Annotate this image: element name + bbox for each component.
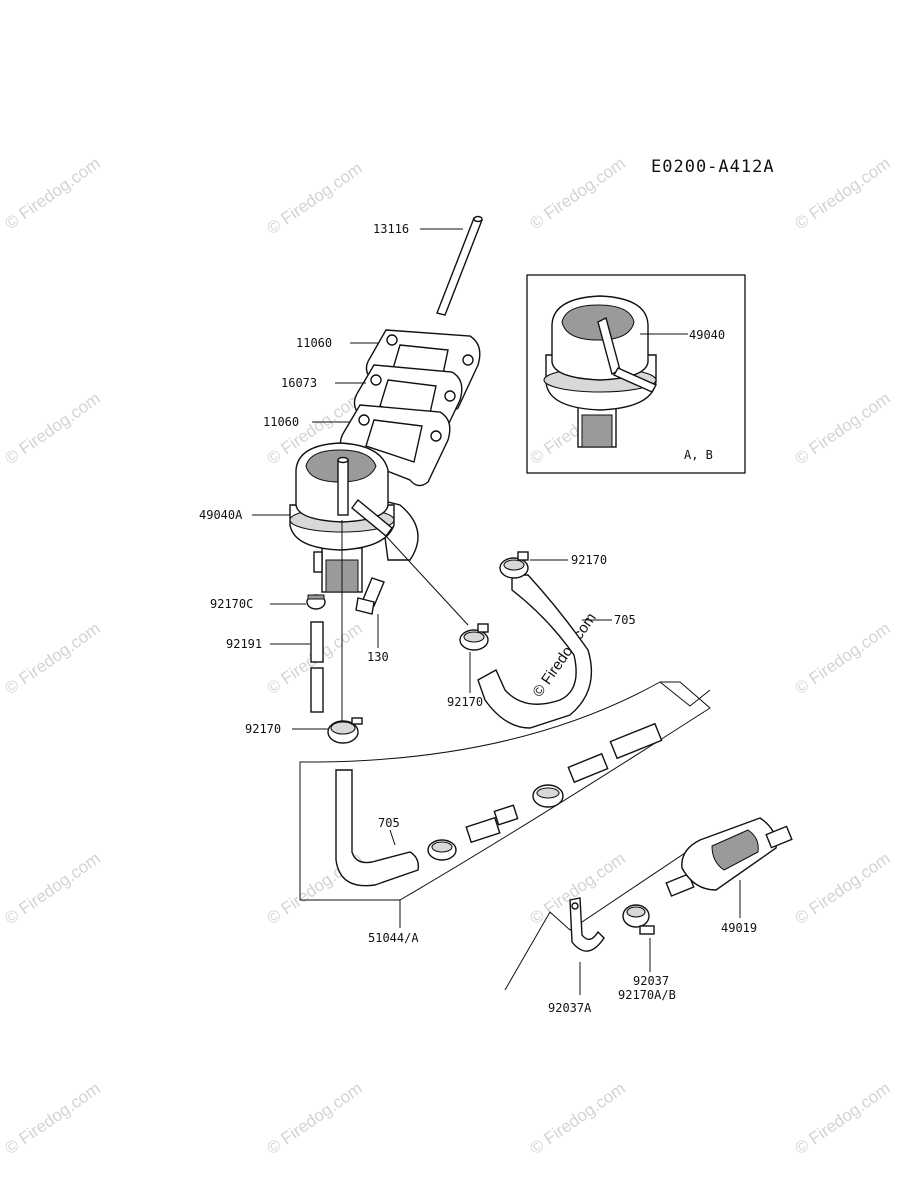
clamp-92170-mid: [459, 623, 489, 651]
bracket-92037A: [569, 897, 605, 952]
part-label-11060-top: 11060: [296, 336, 332, 350]
watermark: © Firedog.com: [791, 389, 893, 469]
pin-13116: [436, 215, 483, 316]
part-label-92170AB: 92170A/B: [618, 988, 676, 1002]
part-label-11060-bottom: 11060: [263, 415, 299, 429]
part-label-130: 130: [367, 650, 389, 664]
part-label-49040: 49040: [689, 328, 725, 342]
diagram-code: E0200-A412A: [651, 157, 775, 177]
watermark: © Firedog.com: [791, 154, 893, 234]
watermark: © Firedog.com: [791, 619, 893, 699]
watermark: © Firedog.com: [1, 154, 103, 234]
clamp-92170C: [306, 594, 326, 610]
part-label-92037A: 92037A: [548, 1001, 592, 1015]
watermark: © Firedog.com: [1, 849, 103, 929]
watermark: © Firedog.com: [1, 389, 103, 469]
part-label-92170-mid: 92170: [447, 695, 483, 709]
watermark: © Firedog.com: [263, 159, 365, 239]
watermark: © Firedog.com: [526, 154, 628, 234]
part-label-92170-left: 92170: [245, 722, 281, 736]
part-label-49040A: 49040A: [199, 508, 243, 522]
hose-705-right: [477, 574, 593, 729]
hose-705-left: [335, 769, 420, 887]
watermark: © Firedog.com: [1, 619, 103, 699]
part-label-705-right: 705: [614, 613, 636, 627]
watermark: © Firedog.com: [791, 849, 893, 929]
part-label-92037: 92037: [633, 974, 669, 988]
gasket-11060-bottom: [339, 404, 451, 487]
part-label-13116: 13116: [373, 222, 409, 236]
watermark: © Firedog.com: [791, 1079, 893, 1159]
hose-assy-short: [567, 722, 663, 784]
inline-strainer: [465, 804, 519, 844]
inset-frame: [526, 274, 746, 474]
inset-note: A, B: [684, 448, 713, 462]
part-label-92170-top: 92170: [571, 553, 607, 567]
clamp-assy-2: [532, 784, 564, 808]
part-label-51044A: 51044/A: [368, 931, 419, 945]
assembly-bracket-51044A: [299, 681, 711, 901]
watermark: © Firedog.com: [1, 1079, 103, 1159]
part-label-16073: 16073: [281, 376, 317, 390]
hose-92191: [310, 621, 324, 713]
fuel-pump-inset-drawing: [543, 295, 657, 448]
clamp-assy-1: [427, 839, 457, 861]
bolt-130: [355, 577, 385, 615]
watermark: © Firedog.com: [526, 1079, 628, 1159]
clamp-92037: [622, 904, 655, 935]
clamp-92170-left: [327, 717, 363, 744]
watermark: © Firedog.com: [263, 1079, 365, 1159]
part-label-92170C: 92170C: [210, 597, 253, 611]
part-label-92191: 92191: [226, 637, 262, 651]
fuel-filter-49019: [665, 817, 793, 897]
part-label-49019: 49019: [721, 921, 757, 935]
part-label-705-left: 705: [378, 816, 400, 830]
clamp-92170-top: [499, 551, 529, 579]
